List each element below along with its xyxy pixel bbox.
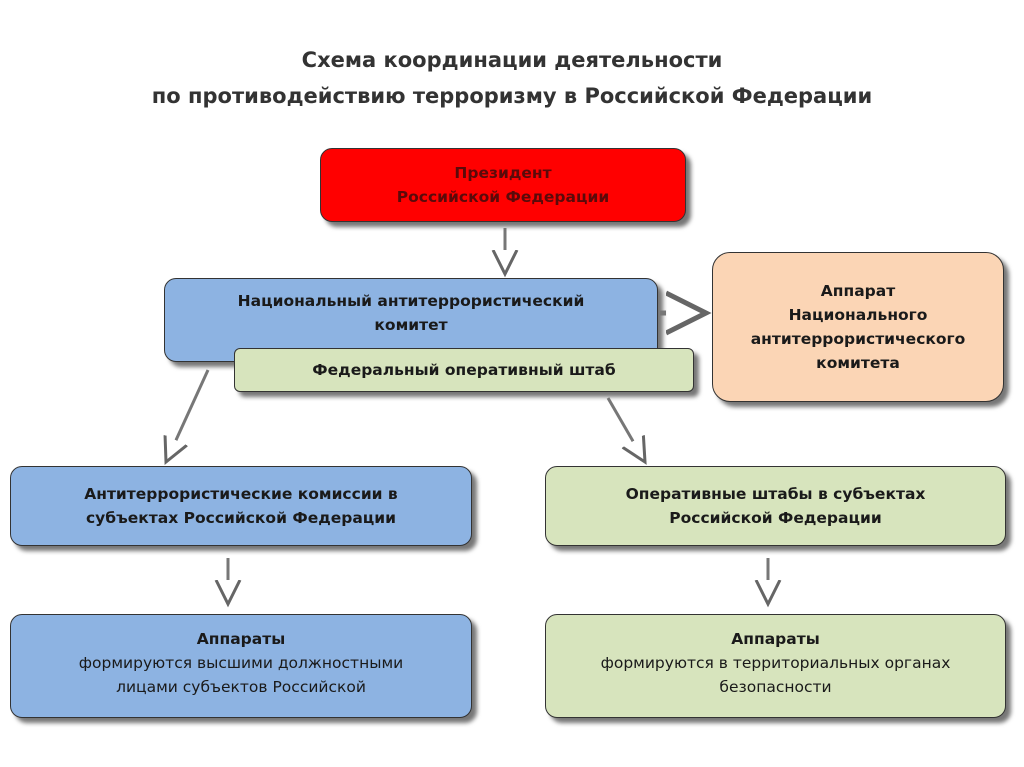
apparaty-right-line2: безопасности [719,678,832,697]
nak-line1: Национальный антитеррористический [237,292,585,310]
apparaty-right-box: Аппараты формируются в территориальных о… [545,614,1006,718]
nak-line2: комитет [374,316,448,335]
apparat-nak-line3: антитеррористического [750,330,966,348]
atk-line1: Антитеррористические комиссии в [84,484,398,503]
apparat-nak-line2: Национального [788,305,928,324]
apparaty-right-heading: Аппараты [731,630,820,648]
president-line2: Российской Федерации [396,188,610,206]
apparat-nak-box: Аппарат Национального антитеррористическ… [712,252,1004,402]
osh-line1: Оперативные штабы в субъектах [625,484,926,503]
apparaty-right-line1: формируются в территориальных органах [600,654,951,673]
fosh-label: Федеральный оперативный штаб [312,360,616,379]
president-box: Президент Российской Федерации [320,148,686,222]
fosh-box: Федеральный оперативный штаб [234,348,694,392]
atk-line2: субъектах Российской Федерации [85,509,397,527]
osh-box: Оперативные штабы в субъектах Российской… [545,466,1006,546]
apparaty-left-box: Аппараты формируются высшими должностным… [10,614,472,718]
apparaty-left-heading: Аппараты [196,630,286,648]
atk-box: Антитеррористические комиссии в субъекта… [10,466,472,546]
osh-line2: Российской Федерации [669,509,882,527]
arrow-to-atk [166,369,210,462]
apparat-nak-line4: комитета [816,354,900,373]
president-line1: Президент [454,163,552,182]
apparaty-left-line1: формируются высшими должностными [78,654,404,673]
diagram-title-line2: по противодействию терроризму в Российск… [151,84,873,108]
arrow-to-osh [606,397,645,462]
apparat-nak-line1: Аппарат [820,281,896,300]
apparaty-left-line2: лицами субъектов Российской [116,678,366,697]
diagram-title-line1: Схема координации деятельности [301,48,723,72]
